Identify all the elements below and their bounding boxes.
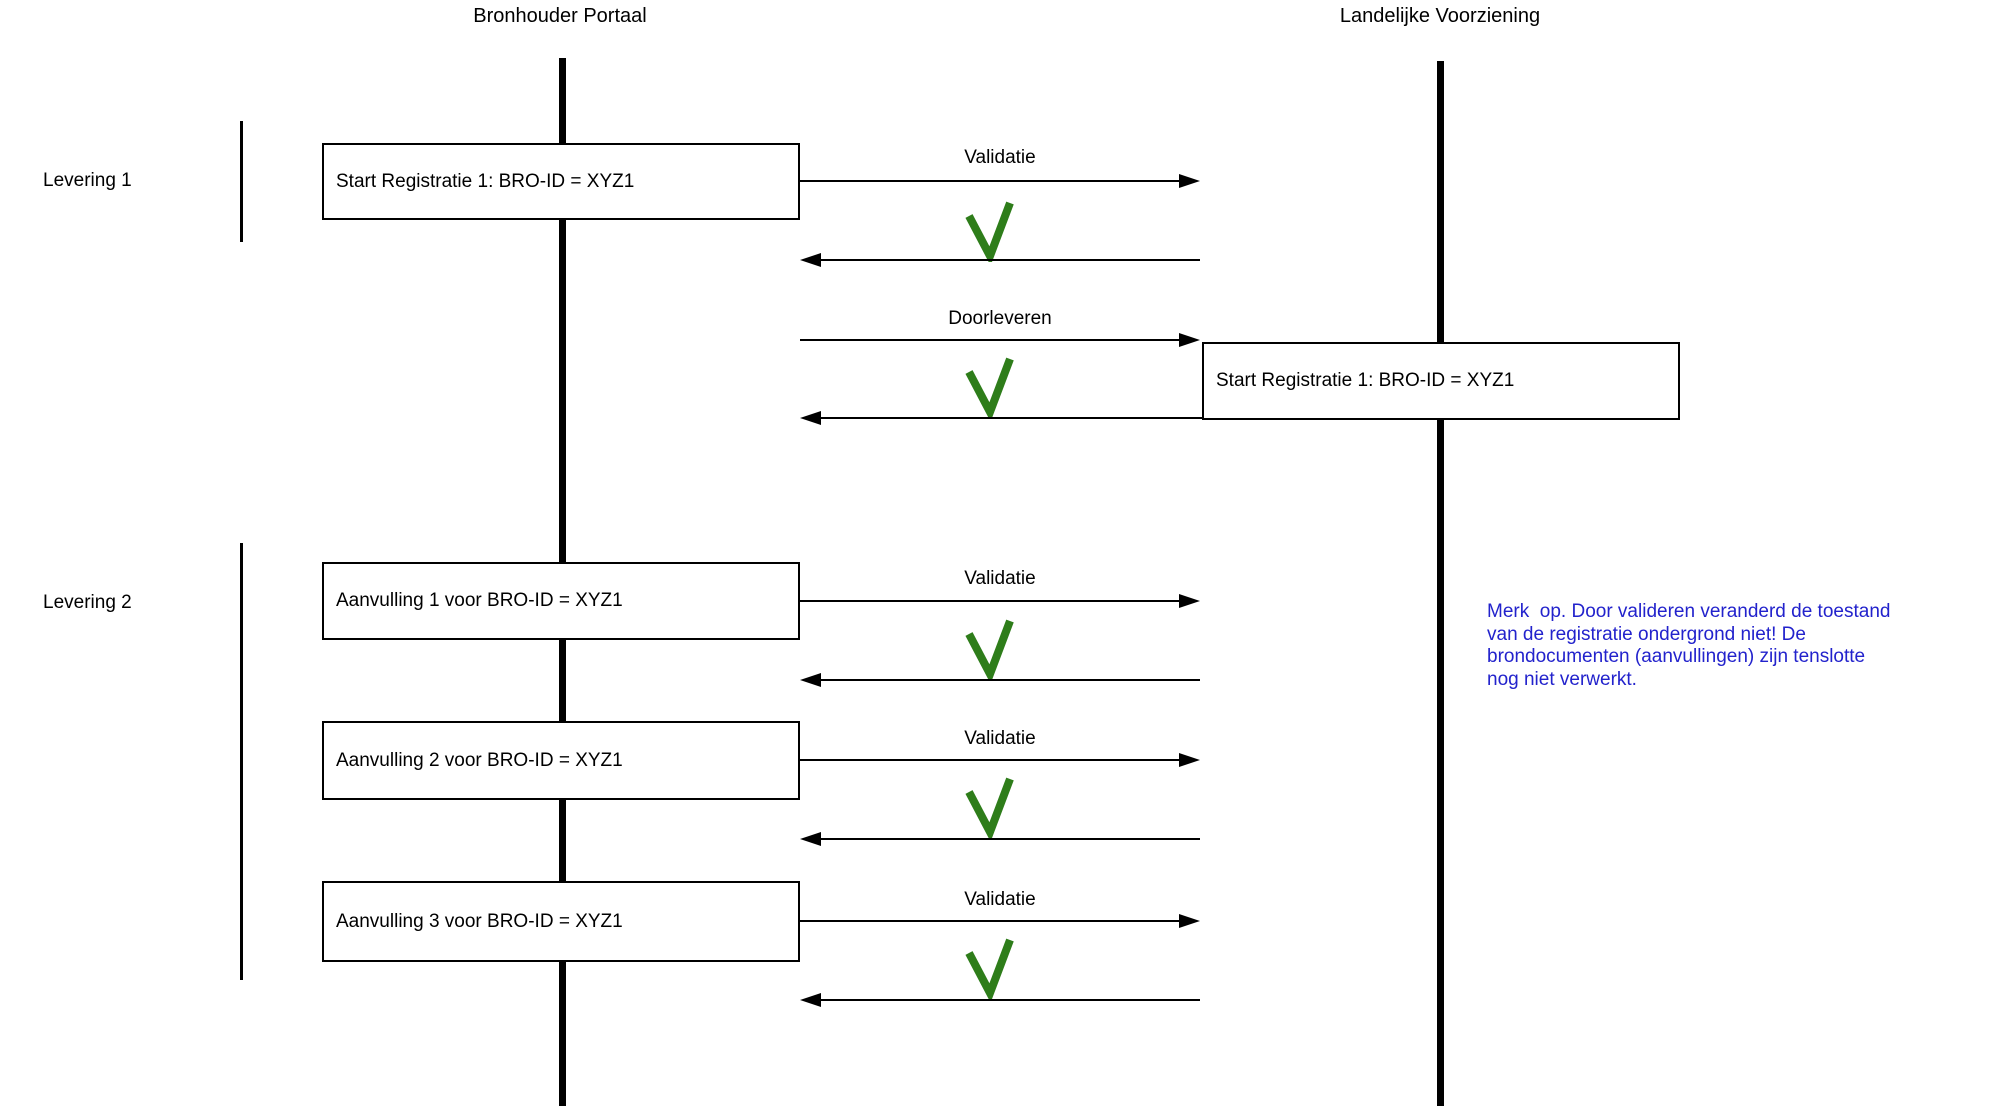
forward-arrow-line — [800, 600, 1182, 602]
lifeline-header-landelijke-voorziening: Landelijke Voorziening — [1339, 5, 1541, 27]
arrowhead-right-icon — [1179, 333, 1200, 347]
arrowhead-left-icon — [800, 411, 821, 425]
note-line: Merk op. Door valideren veranderd de toe… — [1487, 601, 1891, 622]
annotation-note: Merk op. Door valideren veranderd de toe… — [1487, 601, 1890, 691]
levering-1-label: Levering 1 — [43, 170, 132, 191]
check-icon — [965, 938, 1014, 999]
return-arrow-line — [818, 259, 1200, 261]
message-label-validatie-2: Validatie — [964, 568, 1036, 589]
levering-1-bracket — [240, 121, 243, 242]
levering-2-bracket — [240, 543, 243, 980]
arrowhead-right-icon — [1179, 174, 1200, 188]
return-arrow-line — [818, 999, 1200, 1001]
arrowhead-left-icon — [800, 253, 821, 267]
forward-arrow-line — [800, 339, 1182, 341]
box-aanvulling-2: Aanvulling 2 voor BRO-ID = XYZ1 — [322, 721, 800, 800]
box-aanvulling-1: Aanvulling 1 voor BRO-ID = XYZ1 — [322, 562, 800, 640]
forward-arrow-line — [800, 759, 1182, 761]
arrowhead-right-icon — [1179, 753, 1200, 767]
arrowhead-right-icon — [1179, 594, 1200, 608]
note-line: nog niet verwerkt. — [1487, 668, 1637, 690]
lifeline-landelijke-voorziening — [1437, 61, 1444, 1106]
check-icon — [965, 777, 1014, 838]
box-label: Start Registratie 1: BRO-ID = XYZ1 — [1216, 370, 1515, 391]
forward-arrow-line — [800, 920, 1182, 922]
message-label-validatie-1: Validatie — [964, 147, 1036, 168]
box-label: Aanvulling 2 voor BRO-ID = XYZ1 — [336, 749, 623, 771]
return-arrow-line — [818, 838, 1200, 840]
check-icon — [965, 619, 1014, 680]
lifeline-header-bronhouder-portaal: Bronhouder Portaal — [473, 5, 647, 27]
box-start-registratie-landelijke-voorziening: Start Registratie 1: BRO-ID = XYZ1 — [1202, 342, 1680, 420]
box-label: Aanvulling 1 voor BRO-ID = XYZ1 — [336, 590, 623, 611]
return-arrow-line — [818, 679, 1200, 681]
note-line: brondocumenten (aanvullingen) zijn tensl… — [1487, 646, 1866, 667]
arrowhead-left-icon — [800, 832, 821, 846]
arrowhead-right-icon — [1179, 914, 1200, 928]
box-start-registratie-bronhouder: Start Registratie 1: BRO-ID = XYZ1 — [322, 143, 800, 220]
box-aanvulling-3: Aanvulling 3 voor BRO-ID = XYZ1 — [322, 881, 800, 962]
return-arrow-line — [818, 417, 1202, 419]
levering-2-label: Levering 2 — [43, 592, 132, 613]
message-label-doorleveren: Doorleveren — [948, 308, 1052, 329]
box-label: Aanvulling 3 voor BRO-ID = XYZ1 — [336, 910, 623, 932]
arrowhead-left-icon — [800, 673, 821, 687]
message-label-validatie-3: Validatie — [964, 728, 1036, 749]
note-line: van de registratie ondergrond niet! De — [1487, 623, 1806, 645]
check-icon — [965, 201, 1014, 262]
forward-arrow-line — [800, 180, 1182, 182]
check-icon — [965, 357, 1014, 418]
box-label: Start Registratie 1: BRO-ID = XYZ1 — [336, 170, 635, 192]
arrowhead-left-icon — [800, 993, 821, 1007]
message-label-validatie-4: Validatie — [964, 889, 1036, 910]
